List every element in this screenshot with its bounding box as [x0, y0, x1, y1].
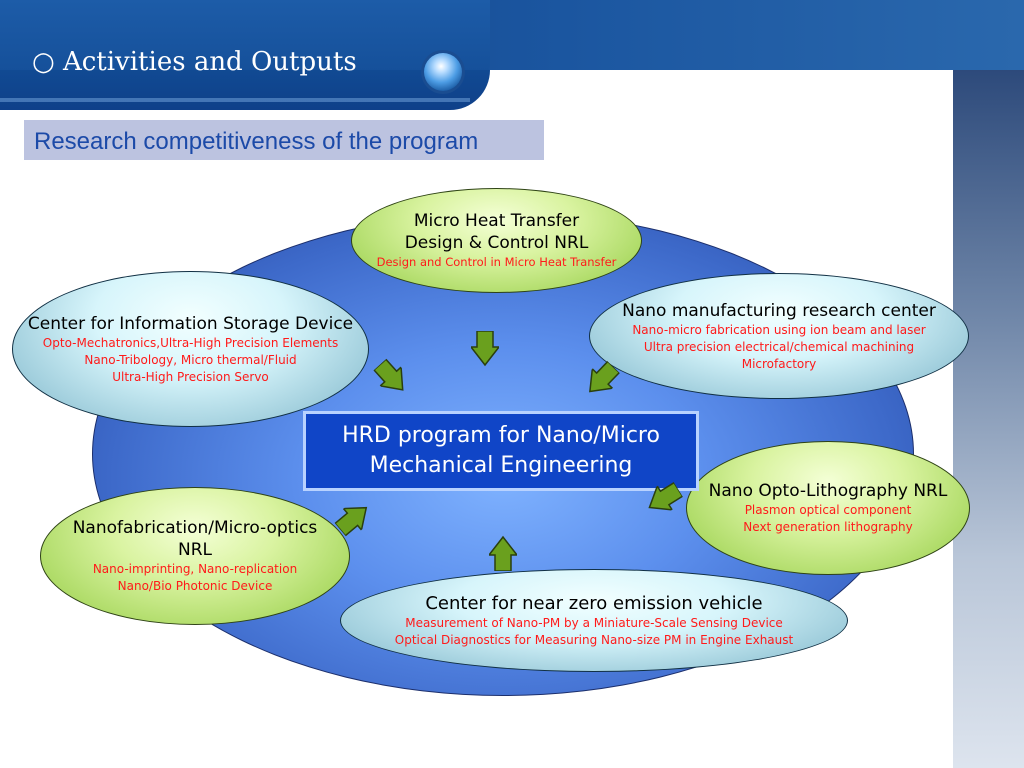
node-title: Nano Opto-Lithography NRL	[708, 481, 948, 501]
node-detail: Next generation lithography	[743, 520, 913, 534]
node-detail: Ultra-High Precision Servo	[112, 369, 269, 384]
arrow-icon	[334, 506, 368, 537]
slide-subtitle: Research competitiveness of the program	[34, 128, 479, 155]
node-detail: Measurement of Nano-PM by a Miniature-Sc…	[405, 615, 783, 630]
node-title: Micro Heat Transfer	[413, 211, 580, 231]
node-nano-opto-lithography: Nano Opto-Lithography NRL Plasmon optica…	[686, 441, 970, 575]
node-title: Nano manufacturing research center	[622, 300, 936, 321]
node-detail: Nano/Bio Photonic Device	[117, 579, 273, 593]
core-line: Mechanical Engineering	[369, 453, 633, 478]
node-title: Center for near zero emission vehicle	[425, 592, 763, 614]
core-line: HRD program for Nano/Micro	[342, 423, 660, 448]
node-detail: Plasmon optical component	[744, 503, 912, 517]
node-title: Center for Information Storage Device	[27, 313, 354, 334]
node-title: Nanofabrication/Micro-optics	[72, 518, 318, 538]
arrow-icon	[648, 481, 684, 511]
arrow-icon	[489, 535, 517, 571]
slide-title: ○ Activities and Outputs	[32, 47, 357, 77]
node-detail: Nano-Tribology, Micro thermal/Fluid	[84, 352, 297, 367]
node-detail: Ultra precision electrical/chemical mach…	[643, 339, 915, 354]
arrow-icon	[471, 331, 499, 367]
header-white-cover	[0, 70, 490, 110]
core-program-box: HRD program for Nano/Micro Mechanical En…	[303, 411, 699, 491]
node-information-storage: Center for Information Storage Device Op…	[12, 271, 369, 427]
node-micro-heat-transfer: Micro Heat Transfer Design & Control NRL…	[351, 188, 642, 293]
arrow-icon	[372, 358, 404, 391]
node-title: NRL	[178, 540, 212, 560]
node-nanofabrication: Nanofabrication/Micro-optics NRL Nano-im…	[40, 487, 350, 625]
arrow-icon	[589, 360, 621, 393]
subtitle-box	[24, 120, 544, 160]
node-detail: Design and Control in Micro Heat Transfe…	[376, 255, 617, 269]
node-title: Design & Control NRL	[404, 233, 589, 253]
node-nano-manufacturing: Nano manufacturing research center Nano-…	[589, 273, 969, 399]
header-highlight	[0, 98, 470, 102]
orb-icon	[424, 53, 462, 91]
node-detail: Microfactory	[741, 356, 817, 371]
node-detail: Nano-micro fabrication using ion beam an…	[632, 322, 926, 337]
node-detail: Nano-imprinting, Nano-replication	[92, 562, 298, 576]
node-detail: Opto-Mechatronics,Ultra-High Precision E…	[42, 335, 339, 350]
right-sidebar	[953, 70, 1024, 768]
node-zero-emission-vehicle: Center for near zero emission vehicle Me…	[340, 569, 848, 672]
node-detail: Optical Diagnostics for Measuring Nano-s…	[394, 632, 794, 647]
